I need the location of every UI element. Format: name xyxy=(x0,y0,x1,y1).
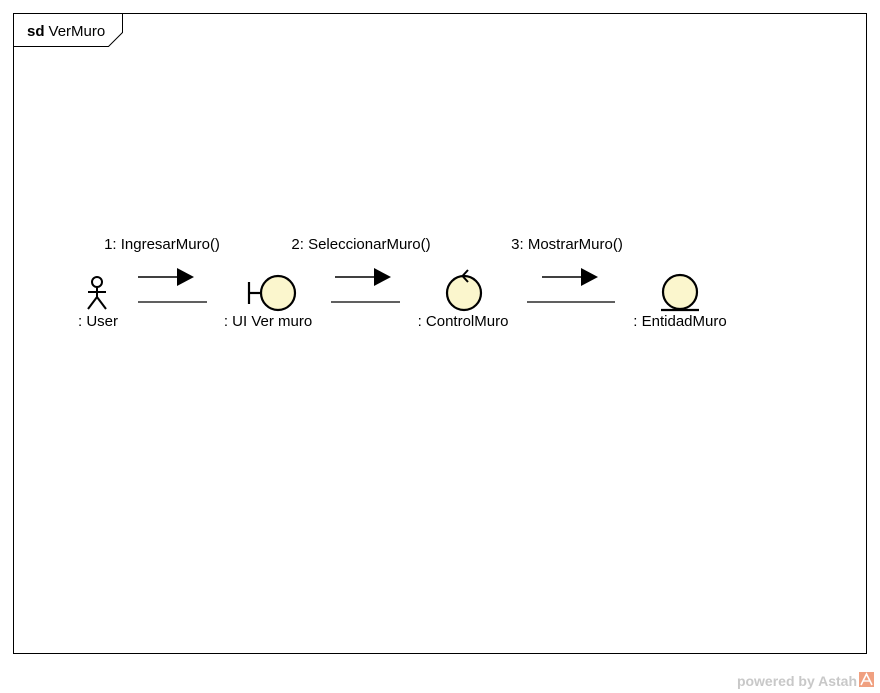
watermark-text: powered by Astah xyxy=(737,673,857,689)
diagram-frame xyxy=(13,13,867,654)
boundary-icon[interactable] xyxy=(247,274,297,312)
message-1-label: 1: IngresarMuro() xyxy=(104,236,220,253)
message-3-label: 3: MostrarMuro() xyxy=(511,236,623,253)
actor-icon[interactable] xyxy=(87,276,107,310)
astah-logo-icon xyxy=(859,672,874,687)
participant-ui-label: : UI Ver muro xyxy=(224,313,312,330)
message-2-arrowhead xyxy=(374,268,391,286)
frame-name: VerMuro xyxy=(49,23,106,40)
entity-icon[interactable] xyxy=(661,273,699,312)
message-3-arrowhead xyxy=(581,268,598,286)
frame-label-tab xyxy=(13,13,123,47)
participant-user-label: : User xyxy=(78,313,118,330)
message-1-arrowhead xyxy=(177,268,194,286)
control-icon[interactable] xyxy=(445,269,483,312)
participant-control-label: : ControlMuro xyxy=(418,313,509,330)
message-2-label: 2: SeleccionarMuro() xyxy=(291,236,430,253)
participant-entity-label: : EntidadMuro xyxy=(633,313,726,330)
frame-keyword: sd xyxy=(27,23,45,40)
